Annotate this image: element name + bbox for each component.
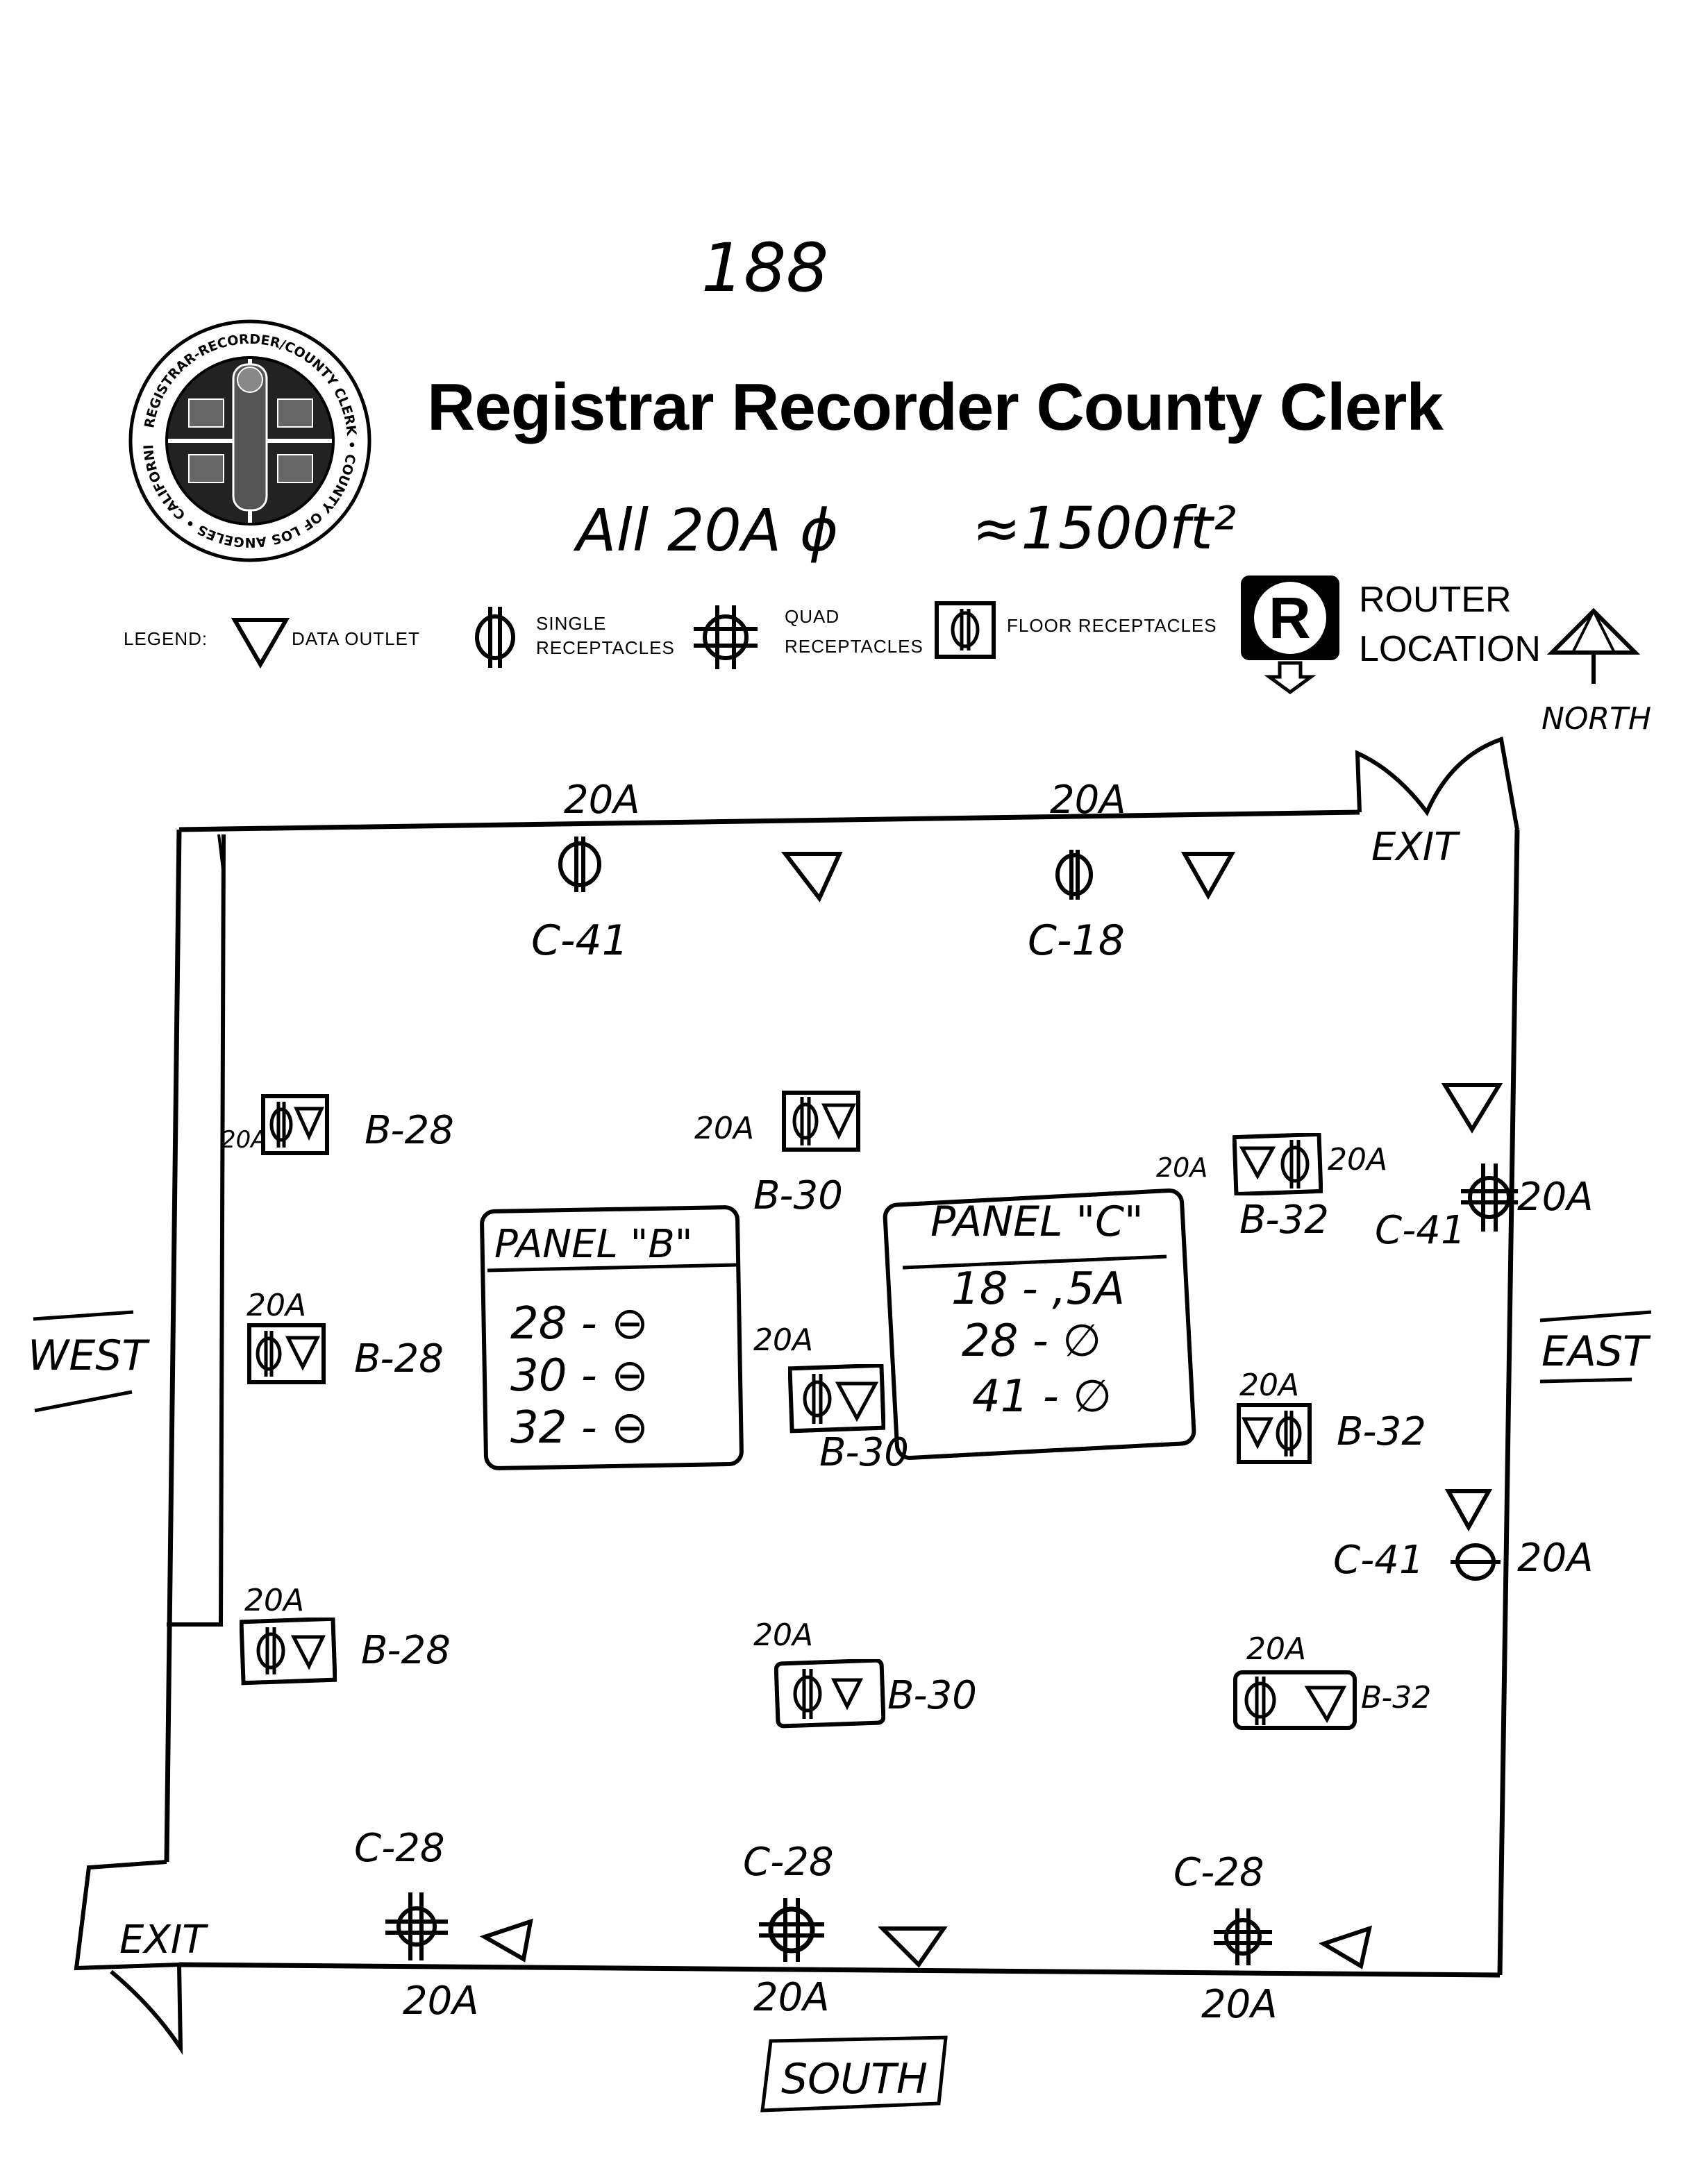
single-receptacle-icon (475, 607, 515, 668)
legend-router-line2: LOCATION (1359, 629, 1541, 669)
circuit-label: B-32 (1337, 1409, 1426, 1454)
page-title: Registrar Recorder County Clerk (427, 370, 1444, 444)
west-label: WEST (28, 1332, 147, 1380)
floor-receptacle-icon (247, 1323, 326, 1384)
circuit-label: B-30 (819, 1430, 909, 1475)
amp-label: 20A (403, 1979, 479, 2024)
panel-b-title: PANEL "B" (494, 1222, 693, 1267)
circuit-label: C-28 (354, 1826, 445, 1871)
amp-label: 20A (244, 1583, 305, 1618)
quad-receptacle-icon (385, 1892, 448, 1960)
floor-receptacle-icon (774, 1659, 885, 1729)
amp-label: 20A (564, 778, 640, 823)
floor-receptacle-icon (261, 1094, 329, 1155)
circuit-label: B-28 (365, 1108, 454, 1153)
amp-label: 20A (753, 1975, 830, 2020)
circuit-label: C-18 (1028, 916, 1125, 965)
east-label: EAST (1541, 1327, 1648, 1376)
amp-label: 20A (1050, 778, 1126, 823)
circuit-label: B-32 (1361, 1680, 1432, 1715)
circuit-label: C-41 (1375, 1208, 1466, 1253)
legend-single-line2: RECEPTACLES (536, 637, 675, 658)
data-outlet-icon (231, 618, 290, 669)
panel-c-title: PANEL "C" (930, 1198, 1144, 1246)
panel-b-row: 28 - ⊖ (510, 1298, 649, 1350)
floor-receptacle-icon (1232, 1133, 1323, 1195)
amp-label: 20A (1328, 1142, 1388, 1177)
data-outlet-icon (781, 852, 843, 902)
circuit-label: B-30 (887, 1673, 977, 1718)
amp-label: 20A (1246, 1631, 1307, 1667)
quad-receptacle-icon (1214, 1908, 1272, 1965)
amp-label: 20A (1517, 1175, 1594, 1220)
quad-receptacle-icon (1461, 1164, 1518, 1232)
amp-label: 20A (1201, 1982, 1278, 2027)
amp-label: 20A (753, 1322, 814, 1358)
area-note: ≈1500ft² (972, 494, 1237, 562)
data-outlet-icon (1319, 1925, 1373, 1969)
circuit-label: B-30 (753, 1173, 843, 1218)
quad-receptacle-icon (694, 605, 758, 669)
legend-quad-line1: QUAD (785, 606, 840, 627)
amp-label: 20A (1156, 1152, 1208, 1183)
single-receptacle-icon (1055, 850, 1093, 900)
north-arrow-icon (1546, 607, 1641, 684)
single-receptacle-icon (558, 837, 601, 892)
legend-quad-line2: RECEPTACLES (785, 636, 924, 657)
south-label: SOUTH (781, 2055, 928, 2103)
north-label: NORTH (1541, 701, 1652, 737)
circuit-label: B-32 (1239, 1198, 1329, 1243)
panel-c-row: 18 - ,5A (951, 1263, 1126, 1315)
panel-c-row: 28 - ∅ (962, 1316, 1101, 1367)
exit-label: EXIT (119, 1917, 206, 1963)
floor-receptacle-icon (1237, 1403, 1312, 1464)
circuit-label: B-28 (354, 1336, 444, 1381)
panel-c-row: 41 - ∅ (972, 1371, 1112, 1422)
legend-router-line1: ROUTER (1359, 580, 1512, 620)
circuit-label: C-41 (531, 916, 628, 965)
amp-label: 20A (1517, 1536, 1594, 1581)
circuit-label: C-28 (1173, 1850, 1264, 1895)
data-outlet-icon (878, 1926, 948, 1968)
amp-label: 20A (694, 1111, 755, 1146)
panel-b-row: 32 - ⊖ (510, 1402, 649, 1454)
data-outlet-icon (1180, 852, 1236, 900)
router-symbol: R (1269, 585, 1311, 650)
data-outlet-icon (479, 1918, 533, 1963)
county-seal: REGISTRAR-RECORDER/COUNTY CLERK • COUNTY… (120, 304, 375, 566)
floor-receptacle-icon (782, 1091, 860, 1152)
legend-data-outlet: DATA OUTLET (292, 628, 420, 649)
quad-receptacle-icon (759, 1898, 824, 1962)
legend-single-line1: SINGLE (536, 613, 607, 634)
floor-receptacle-icon (935, 601, 996, 659)
single-receptacle-icon (1451, 1543, 1501, 1581)
amp-label: 20A (753, 1618, 814, 1653)
amp-label: 20A (221, 1126, 267, 1154)
panel-b-row: 30 - ⊖ (510, 1350, 649, 1402)
amperage-note: All 20A ϕ (576, 496, 839, 564)
circuit-label: C-28 (743, 1840, 834, 1885)
amp-label: 20A (246, 1288, 307, 1323)
page-number: 188 (701, 229, 829, 307)
floor-receptacle-icon (240, 1618, 337, 1686)
data-outlet-icon (1441, 1083, 1503, 1134)
floor-receptacle-icon (1233, 1670, 1357, 1730)
floor-receptacle-icon (788, 1364, 885, 1434)
router-location-icon (1241, 576, 1339, 694)
exit-label: EXIT (1371, 825, 1458, 870)
circuit-label: B-28 (361, 1628, 451, 1673)
data-outlet-icon (1444, 1489, 1493, 1532)
legend-floor: FLOOR RECEPTACLES (1007, 615, 1217, 636)
legend-label: LEGEND: (124, 628, 208, 649)
amp-label: 20A (1239, 1368, 1300, 1403)
circuit-label: C-41 (1333, 1538, 1424, 1583)
